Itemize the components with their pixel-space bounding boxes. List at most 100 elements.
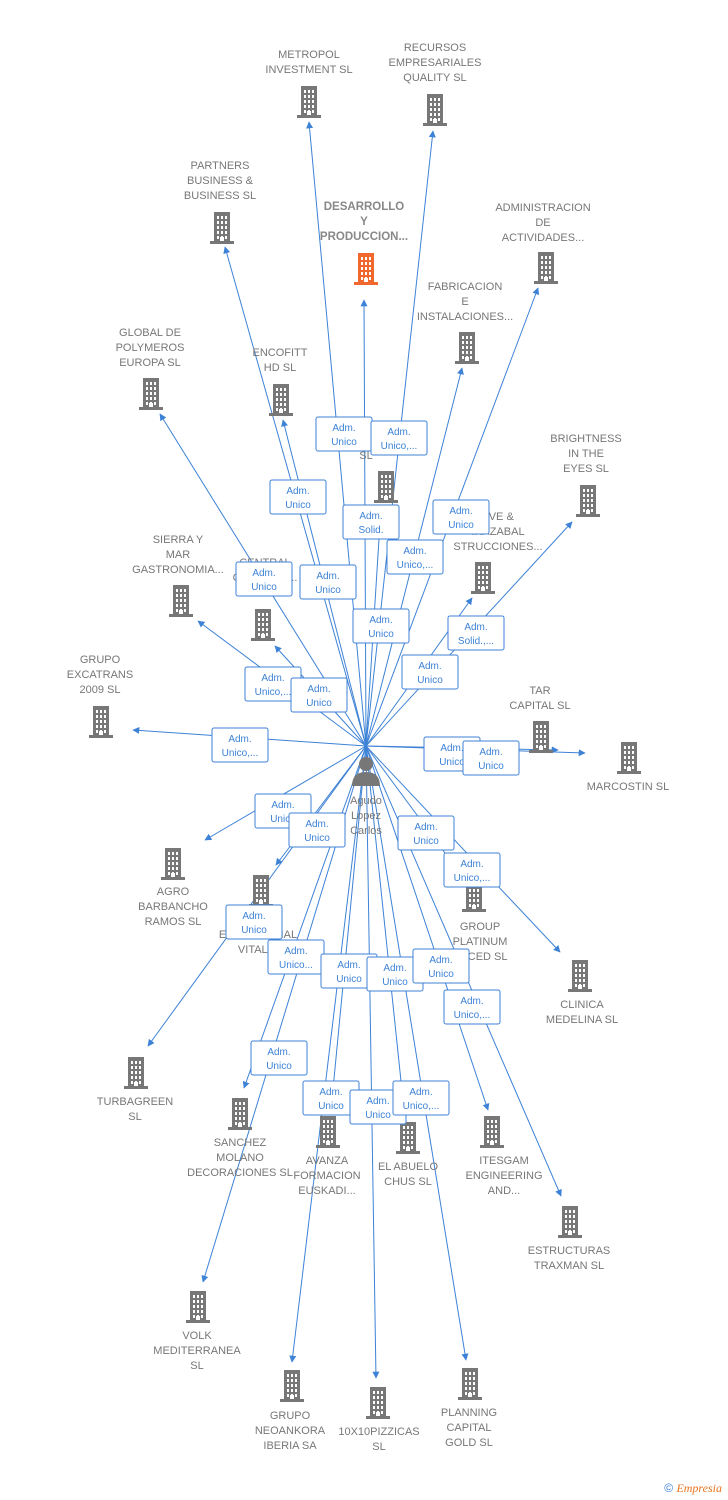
company-node[interactable]: ADMINISTRACIONDEACTIVIDADES... [495, 202, 591, 284]
role-badge[interactable]: Adm.Unico,... [443, 989, 501, 1025]
role-badge[interactable]: Adm.Unico... [267, 939, 325, 975]
company-name-line: GRUPO [80, 654, 121, 666]
company-node[interactable]: MARCOSTIN SL [587, 742, 670, 793]
role-badge[interactable]: Adm.Unico,... [443, 852, 501, 888]
role-badge-text: Adm. [409, 1087, 432, 1098]
role-badge[interactable]: Adm.Unico [397, 815, 455, 851]
company-name-line: EYES SL [563, 463, 609, 475]
role-badge[interactable]: Adm.Unico [290, 677, 348, 713]
role-badge[interactable]: Adm.Unico,... [392, 1080, 450, 1116]
role-badge-text: Adm. [316, 571, 339, 582]
company-name-line: MAR [166, 549, 191, 561]
company-node[interactable]: AVANZAFORMACIONEUSKADI... [293, 1116, 361, 1197]
building-icon [124, 1057, 148, 1089]
role-badge[interactable]: Adm.Unico [299, 564, 357, 600]
role-badge-text: Adm. [242, 911, 265, 922]
company-name-line: SIERRA Y [153, 534, 204, 546]
role-badge[interactable]: Adm. Unico [412, 948, 470, 984]
role-badge[interactable]: Adm.Unico [250, 1040, 308, 1076]
role-badge-box [225, 904, 283, 940]
company-name-line: IBERIA SA [263, 1440, 317, 1452]
edge-line [328, 745, 367, 1111]
building-icon [169, 585, 193, 617]
role-badge-box [386, 539, 444, 575]
role-badge[interactable]: Adm.Unico [269, 479, 327, 515]
role-badge[interactable]: Adm.Unico [432, 499, 490, 535]
role-badge-text: Adm. [286, 486, 309, 497]
company-name-line: ENGINEERING [465, 1170, 542, 1182]
role-badge[interactable]: Adm.Unico,... [386, 539, 444, 575]
role-badge-text: Adm. [429, 955, 452, 966]
role-badge[interactable]: Adm.Unico,... [211, 727, 269, 763]
company-name-line: SL [359, 450, 372, 462]
company-node[interactable]: ITESGAMENGINEERINGAND... [465, 1116, 543, 1197]
role-badge-text: Unico,... [222, 748, 259, 759]
company-name-line: NEOANKORA [255, 1425, 326, 1437]
role-badge-text: Adm. [305, 819, 328, 830]
building-icon [297, 86, 321, 118]
company-name-line: STRUCCIONES... [453, 541, 542, 553]
building-icon [139, 378, 163, 410]
role-badge-text: Adm. [479, 747, 502, 758]
company-node[interactable]: SIERRA YMARGASTRONOMIA... [132, 534, 224, 617]
company-name-line: INVESTMENT SL [265, 64, 352, 76]
copyright-symbol: © [664, 1481, 674, 1495]
role-badge-text: Adm. [366, 1096, 389, 1107]
role-badge-box [412, 948, 470, 984]
company-name-line: FABRICACION [428, 281, 503, 293]
role-badge[interactable]: Adm.Unico [401, 654, 459, 690]
role-badge-text: Adm. [403, 546, 426, 557]
role-badge[interactable]: Adm.Unico [349, 1089, 407, 1125]
company-name-line: POLYMEROS [116, 342, 185, 354]
center-person[interactable]: Agudo Lopez Carlos [350, 757, 382, 837]
role-badge-text: Unico [478, 761, 504, 772]
role-badge[interactable]: Adm.Unico [352, 608, 410, 644]
role-badge-text: Adm. [332, 423, 355, 434]
edge-line [365, 745, 490, 1111]
role-badge-text: Solid. [358, 525, 383, 536]
person-icon [352, 757, 380, 786]
role-badge[interactable]: Adm.Unico [235, 561, 293, 597]
role-badge[interactable]: Adm. Unico [462, 740, 520, 776]
role-badge[interactable]: Adm.Unico [288, 812, 346, 848]
company-name-line: CHUS SL [384, 1176, 432, 1188]
brand-logo[interactable]: Empresia [676, 1481, 722, 1495]
company-node[interactable]: AVE &IRAZABALSTRUCCIONES... [453, 511, 543, 594]
company-name-line: BUSINESS SL [184, 190, 256, 202]
company-node[interactable]: DESARROLLOYPRODUCCION... [320, 201, 408, 285]
role-badge[interactable]: Adm.Unico [366, 956, 424, 992]
company-name-line: BRIGHTNESS [550, 433, 622, 445]
role-badge[interactable]: Adm.Unico [315, 416, 373, 452]
company-name-line: MEDITERRANEA [153, 1345, 241, 1357]
role-badge-box [370, 420, 428, 456]
role-badge[interactable]: Adm.Solid.,... [447, 615, 505, 651]
company-name-line: TURBAGREEN [97, 1096, 173, 1108]
role-badge[interactable]: Adm.Unico [320, 953, 378, 989]
role-badge[interactable]: Adm.Unico [225, 904, 283, 940]
company-name-line: EUSKADI... [298, 1185, 355, 1197]
role-badge-text: Unico [428, 969, 454, 980]
company-node[interactable]: FABRICACIONEINSTALACIONES... [417, 281, 513, 364]
building-icon [480, 1116, 504, 1148]
role-badge[interactable]: Adm.Unico,... [370, 420, 428, 456]
role-badge[interactable]: Adm.Solid. [342, 504, 400, 540]
